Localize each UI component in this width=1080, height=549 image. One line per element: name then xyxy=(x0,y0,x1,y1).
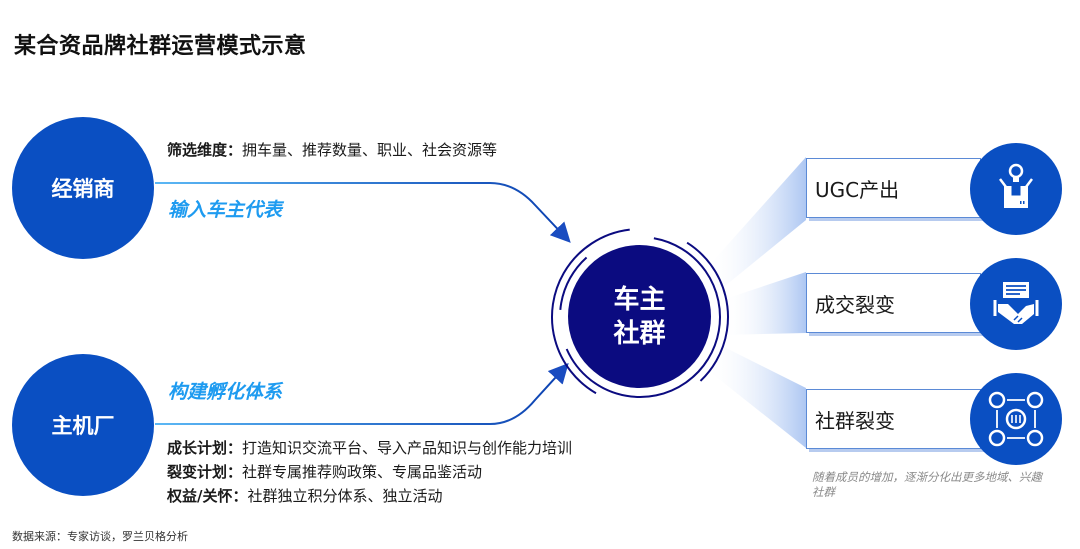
dealer-criteria-value: 拥车量、推荐数量、职业、社会资源等 xyxy=(242,141,498,159)
node-oem-label: 主机厂 xyxy=(51,414,115,438)
beam-ugc xyxy=(705,157,806,290)
oem-detail-benefits-value: 社群独立积分体系、独立活动 xyxy=(247,487,443,505)
node-dealer-label: 经销商 xyxy=(51,177,115,201)
connector-dealer xyxy=(155,182,571,243)
hub-owner-community: 车主 社群 xyxy=(568,245,711,388)
oem-detail-growth: 成长计划：打造知识交流平台、导入产品知识与创作能力培训 xyxy=(167,437,572,458)
data-source: 数据来源：专家访谈，罗兰贝格分析 xyxy=(12,530,188,543)
node-oem: 主机厂 xyxy=(12,354,154,496)
dealer-criteria: 筛选维度：拥车量、推荐数量、职业、社会资源等 xyxy=(167,139,497,160)
output-deal-label: 成交裂变 xyxy=(815,292,895,317)
oem-detail-fission-value: 社群专属推荐购政策、专属品鉴活动 xyxy=(242,463,483,481)
hub-line2: 社群 xyxy=(613,318,666,349)
oem-detail-growth-key: 成长计划： xyxy=(167,439,243,457)
oem-detail-fission-key: 裂变计划： xyxy=(167,463,243,481)
page-title: 某合资品牌社群运营模式示意 xyxy=(14,34,307,59)
oem-detail-benefits-key: 权益/关怀： xyxy=(167,487,248,505)
network-people-icon xyxy=(970,373,1062,465)
oem-detail-growth-value: 打造知识交流平台、导入产品知识与创作能力培训 xyxy=(242,439,573,457)
oem-detail-fission: 裂变计划：社群专属推荐购政策、专属品鉴活动 xyxy=(167,461,482,482)
split-note: 随着成员的增加，逐渐分化出更多地域、兴趣社群 xyxy=(812,470,1042,499)
output-card-ugc: UGC产出 xyxy=(806,158,981,218)
tag-oem: 构建孵化体系 xyxy=(168,381,283,403)
idea-box-icon xyxy=(970,143,1062,235)
beam-split xyxy=(705,345,806,448)
output-ugc-label: UGC产出 xyxy=(815,177,900,202)
connector-oem xyxy=(155,363,569,425)
output-card-split: 社群裂变 xyxy=(806,389,981,449)
handshake-icon xyxy=(970,258,1062,350)
tag-dealer: 输入车主代表 xyxy=(168,199,283,221)
output-split-label: 社群裂变 xyxy=(815,408,895,433)
output-card-deal: 成交裂变 xyxy=(806,273,981,333)
oem-detail-benefits: 权益/关怀：社群独立积分体系、独立活动 xyxy=(167,485,443,506)
dealer-criteria-key: 筛选维度： xyxy=(167,141,243,159)
hub-line1: 车主 xyxy=(613,284,666,315)
beam-deal xyxy=(722,272,806,335)
node-dealer: 经销商 xyxy=(12,117,154,259)
